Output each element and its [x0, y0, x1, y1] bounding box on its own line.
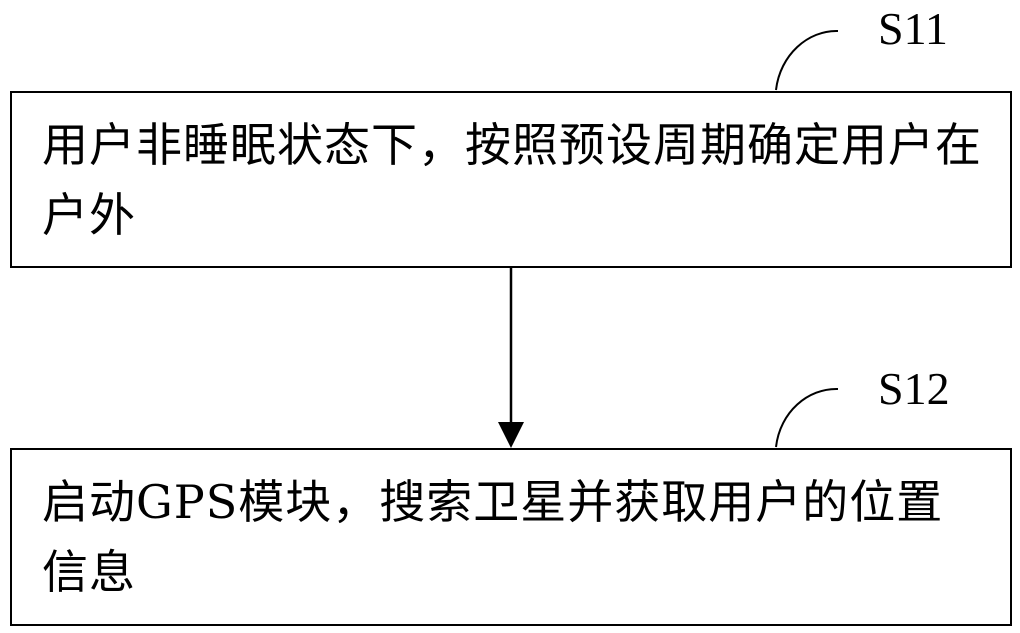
step-label-s12: S12 — [878, 366, 950, 412]
step-label-s11: S11 — [878, 6, 948, 52]
flow-arrow-head — [498, 422, 524, 448]
step-box-s12: 启动GPS模块，搜索卫星并获取用户的位置信息 — [10, 448, 1012, 626]
label-leader-s11 — [776, 31, 838, 90]
step-box-s11: 用户非睡眠状态下，按照预设周期确定用户在户外 — [10, 91, 1012, 268]
step-text-s12: 启动GPS模块，搜索卫星并获取用户的位置信息 — [12, 467, 1010, 607]
step-text-s11: 用户非睡眠状态下，按照预设周期确定用户在户外 — [12, 110, 1010, 250]
label-leader-s12 — [776, 389, 838, 447]
